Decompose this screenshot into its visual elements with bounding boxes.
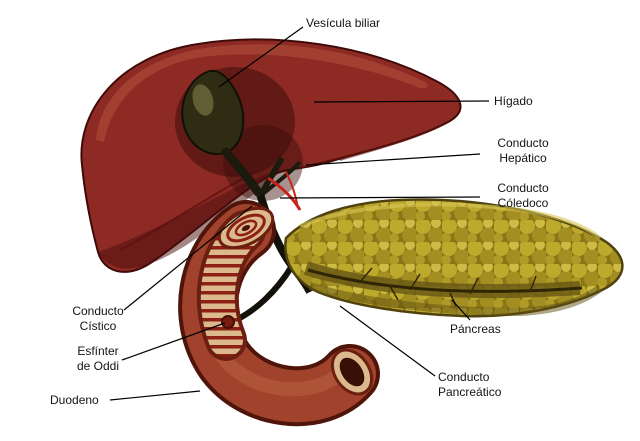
leader-duodeno: [109, 390, 201, 401]
leader-conducto-pancreatico: [339, 305, 436, 377]
label-vesicula-biliar: Vesícula biliar: [306, 16, 381, 30]
pancreas-lower-shade: [308, 282, 603, 317]
duodenum-shape: [178, 200, 380, 427]
label-duodeno: Duodeno: [50, 393, 99, 407]
bile-duct-to-papilla: [234, 264, 295, 323]
leader-conducto-hepatico: [305, 153, 481, 166]
leader-esfinter-de-oddi: [121, 322, 226, 361]
label-conducto-pancreatico: Conducto Pancreático: [438, 370, 502, 399]
label-higado: Hígado: [494, 94, 533, 108]
pancreas-highlight: [299, 202, 602, 240]
gallbladder-shape: [181, 69, 263, 197]
hepatic-duct-branch: [261, 160, 302, 196]
label-pancreas: Páncreas: [450, 322, 501, 336]
duodenum-cut-end: [217, 206, 275, 250]
label-esfinter-de-oddi: Esfínter de Oddi: [76, 344, 120, 373]
label-conducto-cistico: Conducto Cístico: [72, 304, 124, 333]
label-conducto-coledoco: Conducto Cóledoco: [497, 181, 549, 210]
leader-lines: [109, 26, 490, 401]
leader-vesicula-biliar: [218, 26, 304, 88]
duodenum-open-end: [330, 348, 374, 396]
pancreatic-duct-line: [307, 268, 583, 293]
leader-higado: [313, 100, 490, 103]
leader-conducto-coledoco: [279, 196, 481, 199]
pancreas-shape: [284, 198, 624, 318]
leader-pancreas: [451, 299, 471, 321]
leader-conducto-cistico: [123, 205, 253, 311]
sphincter-of-oddi-marker: [221, 315, 235, 329]
liver-shadow: [98, 170, 282, 269]
label-conducto-hepatico: Conducto Hepático: [497, 136, 549, 165]
cystic-duct-shape: [221, 147, 263, 197]
hepatic-duct-shape: [259, 156, 285, 195]
pancreatic-duct-branches: [359, 267, 537, 307]
gallbladder-highlight: [192, 84, 214, 116]
